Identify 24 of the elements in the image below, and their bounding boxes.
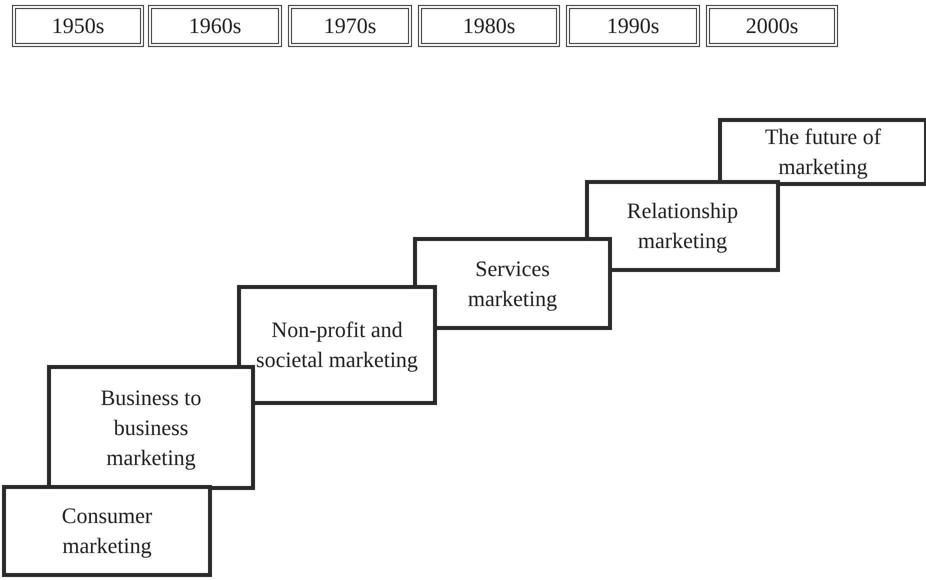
decade-box (566, 5, 700, 47)
stair-step-box (2, 485, 212, 577)
step-label: The future of marketing (764, 123, 882, 181)
decade-box (148, 5, 282, 47)
decade-label: 1960s (188, 13, 242, 39)
stair-step-box (47, 365, 255, 490)
decade-box (706, 5, 838, 47)
step-label: Non-profit and societal marketing (255, 316, 419, 374)
step-label: Services marketing (466, 254, 558, 313)
stair-step-box (413, 237, 612, 330)
decade-label: 1990s (606, 13, 660, 39)
stair-step-box (718, 118, 926, 186)
decade-label: 1970s (324, 13, 376, 39)
decade-label: 1980s (462, 13, 516, 39)
step-label: Business to business marketing (100, 384, 202, 472)
decade-label: 1950s (52, 13, 104, 39)
decade-box (288, 5, 412, 47)
step-label: Consumer marketing (60, 502, 154, 560)
decade-box (418, 5, 560, 47)
step-label: Relationship marketing (626, 197, 740, 255)
stair-step-box (237, 285, 437, 405)
decade-box (12, 5, 144, 47)
stair-step-box (585, 180, 780, 272)
decade-label: 2000s (746, 13, 798, 39)
